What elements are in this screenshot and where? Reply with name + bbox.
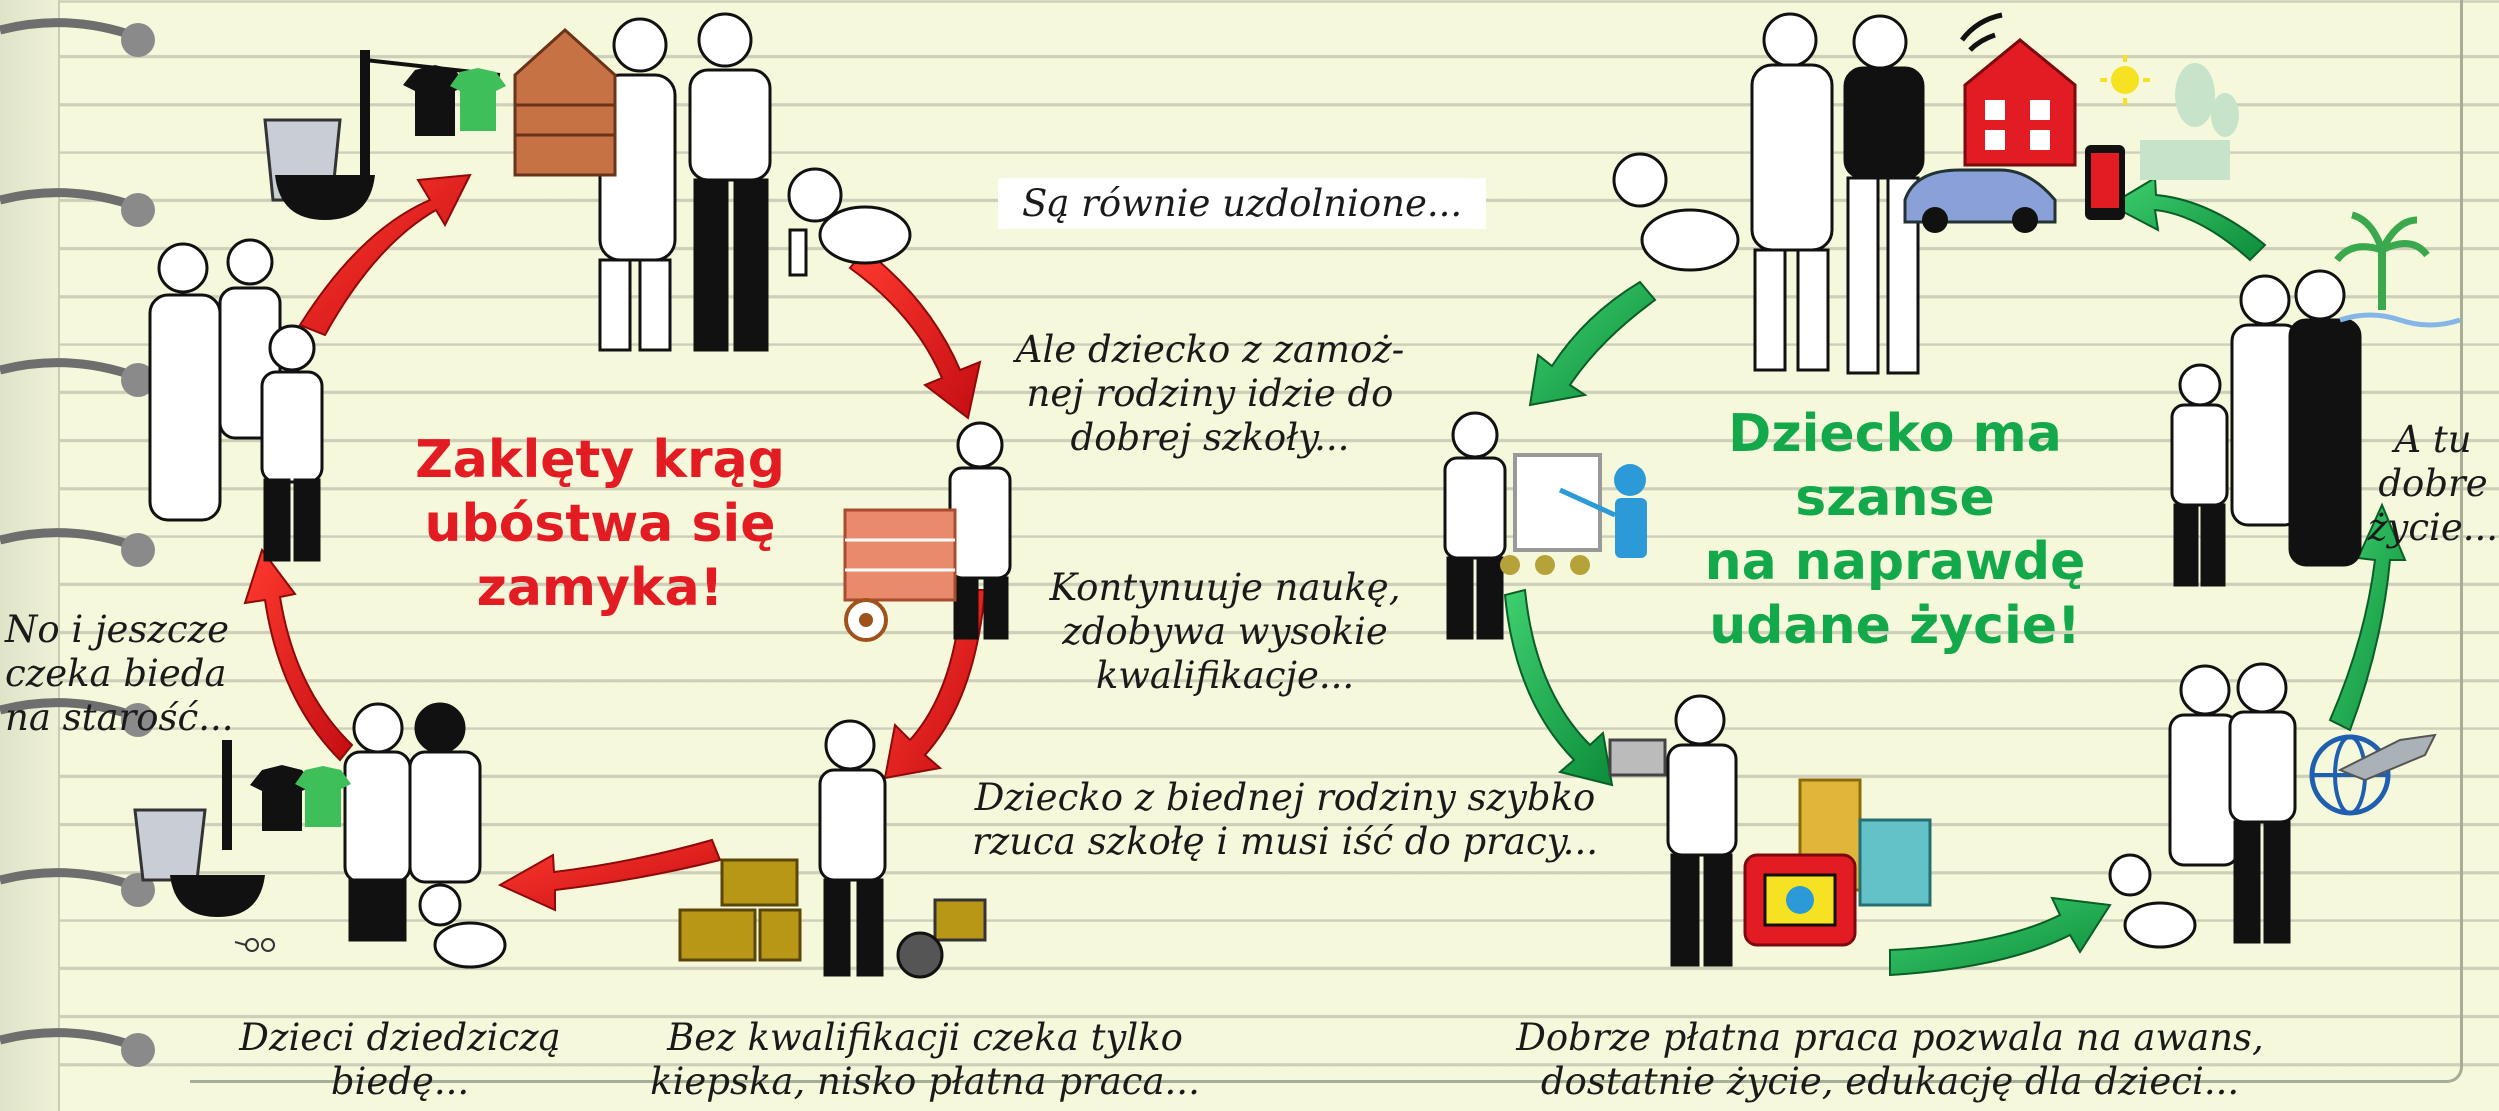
red-arrow-5 <box>243 547 354 762</box>
schoolboy-icon <box>948 421 1012 640</box>
elderly-couple-icon <box>148 238 324 562</box>
laptop-icon <box>1608 738 1667 777</box>
step-continues-education: Kontynuuje naukę, zdobywa wysokie kwalif… <box>1049 566 1401 697</box>
palm-tree-icon <box>2334 211 2461 328</box>
people-family-icon <box>598 12 772 352</box>
paper-edge <box>190 0 2463 1083</box>
boxes-icon <box>678 858 802 962</box>
trees-icon <box>2140 63 2239 180</box>
bowl-icon-2 <box>170 875 265 917</box>
green-arrow-2 <box>1503 588 1614 787</box>
glasses-icon <box>234 938 275 952</box>
house-icon <box>513 27 617 177</box>
hand-truck-icon <box>896 898 987 979</box>
bowl-icon <box>275 175 375 220</box>
green-arrow-5 <box>2107 176 2267 262</box>
red-arrow-4 <box>497 838 722 912</box>
worker-icon <box>818 719 887 977</box>
green-cycle-arrows <box>1503 176 2407 977</box>
step-poor-quits-school: Dziecko z biednej rodziny szybko rzuca s… <box>972 776 1598 863</box>
spiral-rings <box>0 18 155 1067</box>
wealth-cycle-title: Dziecko ma szanse na naprawdę udane życi… <box>1704 404 2086 656</box>
car-icon <box>1903 168 2057 233</box>
student-icon <box>1443 411 1507 640</box>
laundry-icon <box>360 50 506 180</box>
teacher-board-icon <box>1500 453 1647 575</box>
grandparents-icon <box>2170 269 2362 587</box>
laundry-icon-2 <box>222 740 351 850</box>
poverty-cycle-title: Zaklęty krąg ubóstwa się zamyka! <box>415 430 785 618</box>
businessman-laptop-icon <box>1666 694 1738 967</box>
people-figures <box>148 12 2362 977</box>
green-arrow-1 <box>1528 280 1657 407</box>
step-children-inherit-poverty: Dzieci dziedziczą biedę... <box>239 1016 561 1103</box>
red-arrow-1 <box>298 173 472 337</box>
baby-crawling-icon-2 <box>1612 152 1740 272</box>
baby-crawling-icon <box>787 167 912 277</box>
green-arrow-3 <box>1889 896 2112 977</box>
bucket-icon-2 <box>133 808 207 882</box>
rich-couple-icon <box>1750 12 1925 375</box>
wifi-icon <box>1960 12 2003 52</box>
family-with-baby-icon <box>2108 662 2297 949</box>
step-low-paid-work: Bez kwalifikacji czeka tylko kiepska, ni… <box>650 1016 1200 1103</box>
step-rich-school: Ale dziecko z zamoż- nej rodziny idzie d… <box>1015 328 1405 459</box>
step-poverty-old-age: No i jeszcze czeka bieda na starość... <box>5 608 234 739</box>
intro-label: Są równie uzdolnione... <box>998 178 1487 229</box>
step-good-life: A tu dobre życie... <box>2367 418 2499 549</box>
step-good-job: Dobrze płatna praca pozwala na awans, do… <box>1516 1016 2264 1103</box>
smartphone-icon <box>2085 145 2125 220</box>
sun-icon <box>2100 55 2150 105</box>
notebook-spiral <box>0 0 60 1111</box>
meeting-table-icon <box>1743 853 1857 947</box>
brick-wall-icon <box>843 508 957 602</box>
green-arrow-4 <box>2328 502 2407 732</box>
house-icon-red <box>1963 38 2077 167</box>
red-arrow-2 <box>848 248 982 420</box>
football-icon <box>844 598 888 642</box>
young-parents-icon <box>343 702 507 969</box>
globe-plane-icon <box>2309 733 2437 816</box>
